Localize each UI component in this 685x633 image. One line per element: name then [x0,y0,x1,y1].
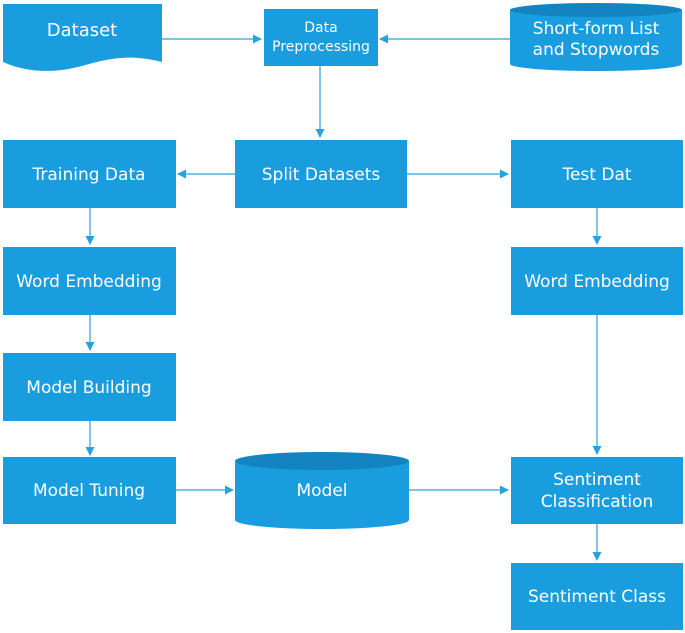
classification-label-line1: Sentiment [553,470,641,490]
model-building-box [3,353,176,421]
sentiment-class-label: Sentiment Class [528,587,666,607]
preprocessing-label-line2: Preprocessing [272,39,370,55]
embedding-right-box [511,247,683,315]
split-label: Split Datasets [262,165,381,185]
training-node: Training Data [3,140,176,208]
test-box [511,140,683,208]
stopwords-cylinder-top [510,3,682,17]
embedding-right-label: Word Embedding [524,272,670,292]
dataset-shape [3,4,162,71]
sentiment-class-box [511,563,683,630]
stopwords-label-line1: Short-form List [533,19,660,39]
split-box [235,140,407,208]
embedding-left-node: Word Embedding [3,247,176,315]
model-tuning-label: Model Tuning [33,481,145,501]
embedding-right-node: Word Embedding [511,247,683,315]
training-box [3,140,176,208]
stopwords-node: Short-form List and Stopwords [510,3,682,71]
classification-node: Sentiment Classification [511,457,683,524]
preprocessing-label-line1: Data [304,20,337,36]
edges [85,34,602,561]
preprocessing-box [264,9,378,66]
model-tuning-box [3,457,176,524]
training-label: Training Data [31,165,145,185]
preprocessing-node: Data Preprocessing [264,9,378,66]
embedding-left-label: Word Embedding [16,272,162,292]
sentiment-class-node: Sentiment Class [511,563,683,630]
embedding-left-box [3,247,176,315]
classification-label-line2: Classification [541,492,653,512]
model-cylinder-top [235,452,409,470]
dataset-node: Dataset [3,4,162,71]
model-building-label: Model Building [26,378,151,398]
model-tuning-node: Model Tuning [3,457,176,524]
dataset-label: Dataset [47,20,118,41]
stopwords-label-line2: and Stopwords [533,40,660,60]
classification-box [511,457,683,524]
model-cylinder-body [235,461,409,529]
test-label: Test Dat [561,165,631,185]
model-building-node: Model Building [3,353,176,421]
model-node: Model [235,452,409,529]
test-node: Test Dat [511,140,683,208]
model-label: Model [296,481,347,501]
stopwords-cylinder-body [510,10,682,71]
split-node: Split Datasets [235,140,407,208]
